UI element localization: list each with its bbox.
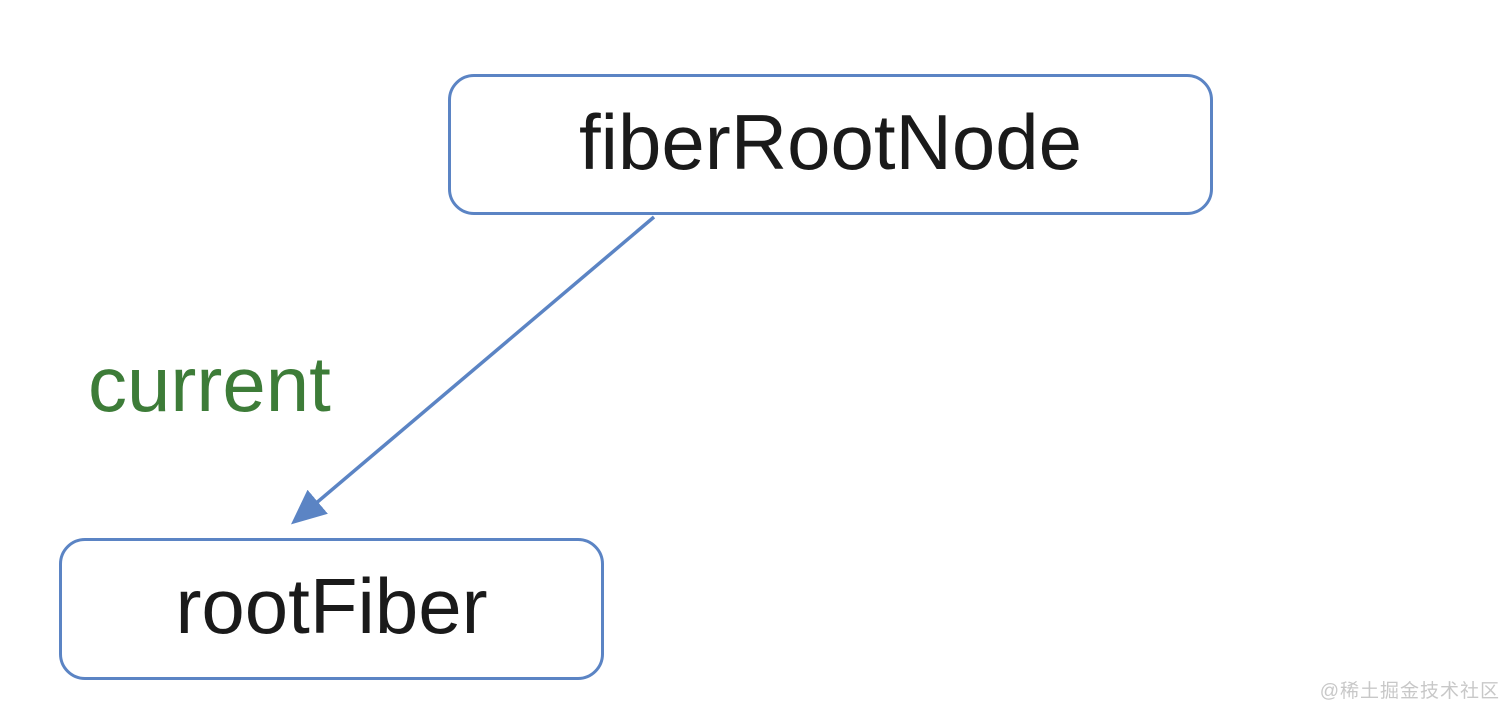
edge-arrow-current xyxy=(290,215,656,525)
node-fiber-root-node-label: fiberRootNode xyxy=(579,97,1082,186)
edge-label-current: current xyxy=(88,340,331,428)
node-root-fiber: rootFiber xyxy=(59,538,604,680)
watermark: @稀土掘金技术社区 xyxy=(1319,681,1500,702)
node-root-fiber-label: rootFiber xyxy=(175,562,488,650)
node-fiber-root-node: fiberRootNode xyxy=(448,74,1213,215)
